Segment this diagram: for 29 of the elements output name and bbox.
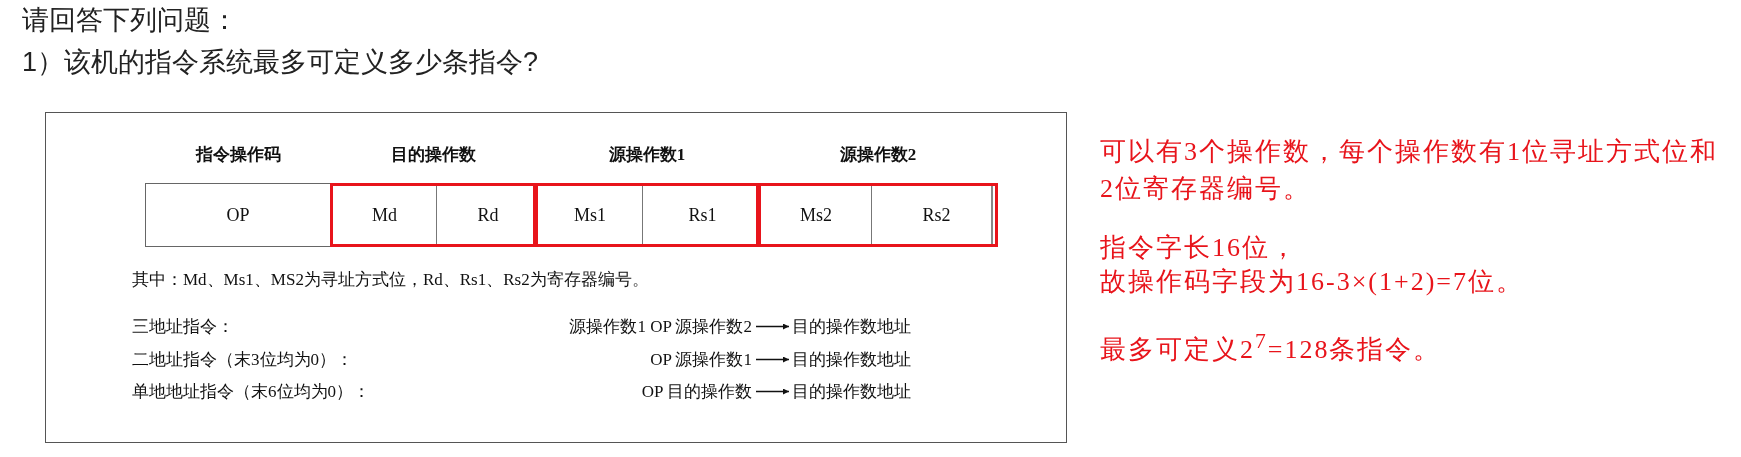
field-heading: 目的操作数 xyxy=(389,144,477,166)
field-cell: Md xyxy=(333,186,436,244)
operand-text: 目的操作数地址 xyxy=(792,315,911,338)
explanation-text: 指令字长16位， xyxy=(1100,232,1299,264)
field-heading: 源操作数2 xyxy=(838,144,918,166)
heading: 请回答下列问题： xyxy=(22,4,238,37)
explanation-text: 最多可定义2$^{7}$=128条指令。 xyxy=(1100,328,1443,366)
operand-text: 目的操作数地址 xyxy=(792,348,911,371)
row-label: 单地地址指令（末6位均为0）： xyxy=(132,381,370,403)
question-text: 1）该机的指令系统最多可定义多少条指令? xyxy=(22,46,539,79)
operand-text: OP 目的操作数 xyxy=(641,380,752,403)
arrow xyxy=(755,356,790,363)
row-label: 三地址指令： xyxy=(132,316,234,338)
field-cell: OP xyxy=(145,183,331,247)
field-cell: Ms1 xyxy=(538,186,642,244)
explanation-text: 故操作码字段为16-3×(1+2)=7位。 xyxy=(1100,266,1525,298)
operand-text: OP 源操作数1 xyxy=(650,348,752,371)
operand-text: 目的操作数地址 xyxy=(792,380,911,403)
field-heading: 源操作数1 xyxy=(607,144,687,166)
row-label: 二地址指令（末3位均为0）： xyxy=(132,349,353,371)
arrow xyxy=(755,388,790,395)
field-heading: 指令操作码 xyxy=(194,144,282,166)
field-cell: Ms2 xyxy=(761,186,871,244)
explanation-text: 可以有3个操作数，每个操作数有1位寻址方式位和2位寄存器编号。 xyxy=(1100,136,1719,205)
field-cell: Rs1 xyxy=(642,186,762,244)
note-text: 其中：Md、Ms1、MS2为寻址方式位，Rd、Rs1、Rs2为寄存器编号。 xyxy=(132,269,649,291)
arrow xyxy=(755,323,790,330)
field-cell: Rd xyxy=(436,186,539,244)
operand-text: 源操作数1 OP 源操作数2 xyxy=(569,315,752,338)
